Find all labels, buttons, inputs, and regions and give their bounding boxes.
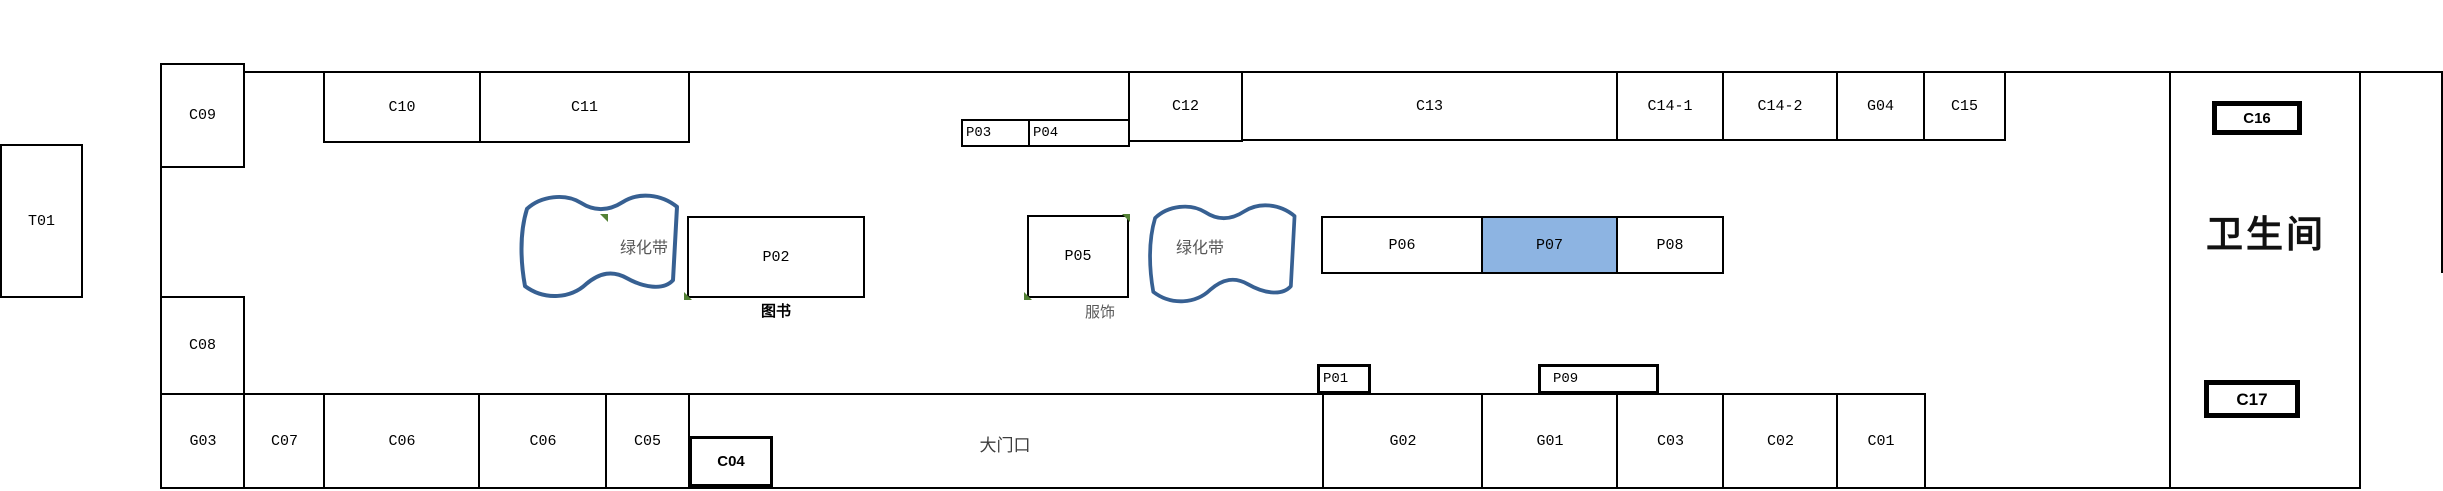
stall-c10[interactable]: C10: [323, 71, 481, 143]
stall-label: P06: [1388, 236, 1416, 254]
wall-bottom: [160, 487, 2361, 489]
green-marker-icon: [1122, 214, 1130, 222]
stall-label: P07: [1535, 236, 1563, 254]
books-label: 图书: [700, 301, 852, 320]
stall-c02[interactable]: C02: [1722, 393, 1839, 489]
green-belt-label-2: 绿化带: [1166, 236, 1234, 257]
area-text: 绿化带: [1175, 240, 1224, 257]
stall-label: P02: [762, 248, 790, 266]
wall-entrance-top: [688, 393, 1324, 395]
stall-label: C01: [1867, 432, 1895, 450]
area-text: 卫生间: [2206, 215, 2326, 256]
stall-c05[interactable]: C05: [605, 393, 690, 489]
main-entrance-label: 大门口: [920, 432, 1090, 455]
stall-label: C05: [633, 432, 661, 450]
stall-label: C11: [570, 98, 598, 116]
wall-right-edge: [2441, 71, 2443, 273]
stall-t01[interactable]: T01: [0, 144, 83, 298]
stall-c16[interactable]: C16: [2212, 101, 2302, 135]
stall-c17[interactable]: C17: [2204, 380, 2300, 418]
clothing-label: 服饰: [1040, 302, 1160, 321]
stall-label: C14-1: [1647, 97, 1693, 115]
stall-p03[interactable]: P03: [961, 119, 1030, 147]
wall-restroom-right: [2359, 71, 2361, 489]
stall-p04[interactable]: P04: [1028, 119, 1130, 147]
stall-c03[interactable]: C03: [1616, 393, 1725, 489]
stall-c14-1[interactable]: C14-1: [1616, 71, 1724, 141]
stall-label: C15: [1950, 97, 1978, 115]
green-marker-icon: [684, 292, 692, 300]
stall-p08[interactable]: P08: [1616, 216, 1724, 274]
stall-label: P08: [1656, 236, 1684, 254]
stall-c11[interactable]: C11: [479, 71, 690, 143]
area-text: 图书: [760, 302, 791, 320]
stall-label: C06: [388, 432, 416, 450]
green-marker-icon: [600, 214, 608, 222]
stall-label: C09: [188, 107, 216, 124]
stall-label: P03: [966, 125, 992, 141]
stall-label: C06: [529, 432, 557, 450]
stall-c14-2[interactable]: C14-2: [1722, 71, 1838, 141]
area-text: 绿化带: [619, 240, 668, 257]
stall-c08[interactable]: C08: [160, 296, 245, 395]
area-text: 大门口: [979, 435, 1031, 455]
stall-c13[interactable]: C13: [1241, 71, 1618, 141]
stall-label: C03: [1656, 432, 1684, 450]
stall-g01[interactable]: G01: [1481, 393, 1619, 489]
wall-left: [160, 63, 162, 489]
stall-label: C10: [388, 98, 416, 116]
stall-label: C12: [1171, 98, 1199, 115]
stall-p05[interactable]: P05: [1027, 215, 1129, 298]
stall-label: P04: [1033, 125, 1059, 141]
area-text: 服饰: [1084, 303, 1115, 321]
stall-c06-a[interactable]: C06: [323, 393, 481, 489]
green-belt-flag-1: [519, 193, 679, 298]
stall-c06-b[interactable]: C06: [478, 393, 608, 489]
stall-p07-selected[interactable]: P07: [1481, 216, 1618, 274]
restroom-label: 卫生间: [2172, 206, 2360, 256]
wall-restroom-left: [2169, 71, 2171, 489]
stall-c07[interactable]: C07: [243, 393, 326, 489]
stall-g04[interactable]: G04: [1836, 71, 1925, 141]
stall-c04[interactable]: C04: [689, 436, 773, 487]
stall-c09[interactable]: C09: [160, 63, 245, 168]
stall-g02[interactable]: G02: [1322, 393, 1484, 489]
stall-c15[interactable]: C15: [1923, 71, 2006, 141]
stall-p02[interactable]: P02: [687, 216, 865, 298]
stall-label: P05: [1064, 248, 1092, 265]
stall-label: G03: [189, 432, 217, 450]
stall-c12[interactable]: C12: [1128, 71, 1243, 142]
green-marker-icon: [1024, 292, 1032, 300]
stall-p09[interactable]: P09: [1538, 364, 1659, 394]
stall-g03[interactable]: G03: [160, 393, 246, 489]
green-belt-label-1: 绿化带: [610, 236, 678, 257]
stall-label: C17: [2236, 389, 2268, 409]
stall-label: G01: [1536, 432, 1564, 450]
green-belt-flag-2: [1148, 203, 1297, 304]
stall-c01[interactable]: C01: [1836, 393, 1926, 489]
stall-label: C14-2: [1757, 97, 1803, 115]
stall-p06[interactable]: P06: [1321, 216, 1483, 274]
stall-label: C07: [270, 432, 298, 450]
stall-label: G02: [1389, 432, 1417, 450]
stall-label: G04: [1866, 97, 1894, 115]
stall-p01[interactable]: P01: [1317, 364, 1371, 394]
stall-label: C04: [717, 453, 745, 470]
stall-label: C13: [1415, 97, 1443, 115]
stall-label: P09: [1553, 371, 1579, 387]
stall-label: C02: [1766, 432, 1794, 450]
stall-label: C16: [2243, 109, 2271, 127]
stall-label: P01: [1323, 371, 1349, 387]
stall-label: T01: [27, 212, 55, 230]
stall-label: C08: [188, 337, 216, 354]
